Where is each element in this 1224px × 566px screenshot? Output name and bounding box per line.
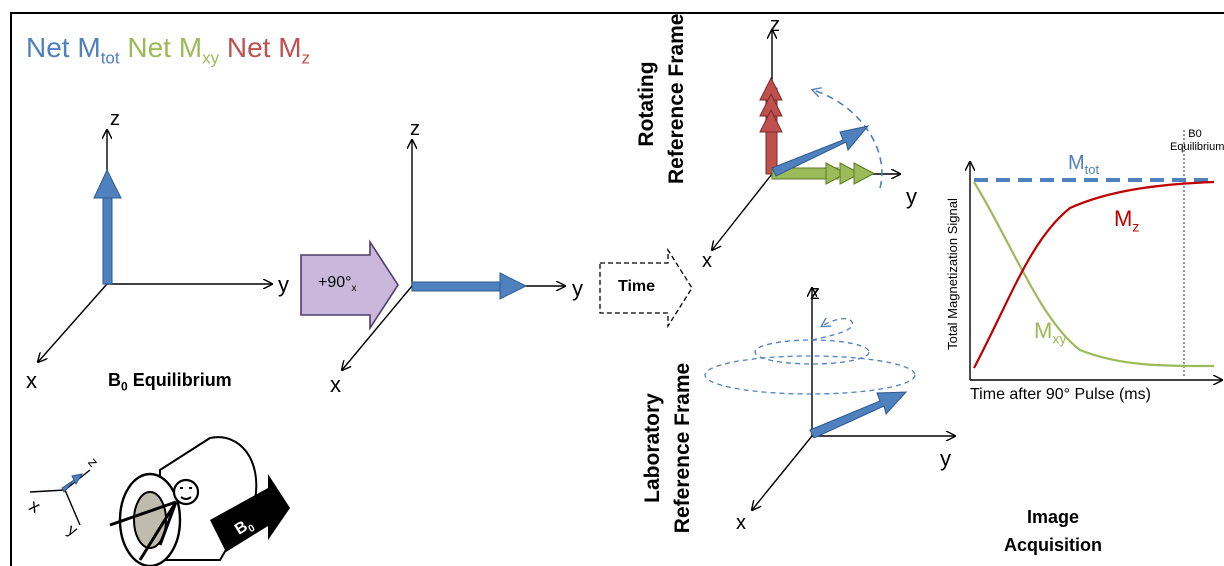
graph-mtot-label: Mtot	[1068, 152, 1099, 177]
image-acquisition-line1: Image	[1026, 507, 1080, 527]
rotating-x-axis	[712, 173, 773, 250]
rotating-x-label: x	[702, 250, 712, 272]
graph-mxy-text: M	[1034, 318, 1053, 343]
image-acquisition-label: Image Acquisition	[998, 503, 1108, 559]
legend-mtot-text: Net M	[26, 32, 101, 63]
panel2-mxy-vector	[411, 272, 528, 300]
rotating-mz-vectors	[759, 76, 783, 175]
inset-axis-x	[29, 489, 66, 493]
panel1-caption: B0 Equilibrium	[108, 370, 232, 394]
pulse-arrow	[300, 239, 399, 331]
legend-mz-sub: z	[301, 48, 311, 68]
pulse-label-text: +90°	[318, 274, 352, 291]
panel1-mtot-vector	[93, 168, 122, 285]
graph-mz-text: M	[1114, 206, 1133, 231]
person-face	[180, 487, 192, 500]
person-body	[109, 500, 178, 561]
diagram-frame	[10, 12, 1224, 566]
rotating-title: Rotating Reference Frame	[632, 13, 692, 184]
b0-arrow	[210, 474, 290, 552]
inset-axis-y	[64, 489, 81, 526]
curve-mz	[973, 180, 1215, 369]
panel1-axes	[38, 130, 272, 362]
lab-precession-spiral	[704, 319, 916, 395]
legend: Net Mtot Net Mxy Net Mz	[26, 32, 310, 69]
time-arrow	[599, 247, 693, 329]
panel1-caption-rest: Equilibrium	[127, 370, 232, 390]
person-head	[172, 478, 200, 506]
relaxation-graph	[970, 130, 1222, 380]
rotating-axes	[712, 30, 900, 250]
rotating-title-line2: Reference Frame	[665, 13, 688, 184]
curve-mxy	[973, 181, 1215, 368]
graph-ylabel: Total Magnetization Signal	[945, 198, 960, 350]
legend-mtot-sub: tot	[100, 48, 120, 68]
panel1-caption-b: B	[108, 370, 121, 390]
rotating-mxy-vectors	[771, 162, 876, 185]
graph-xlabel: Time after 90° Pulse (ms)	[970, 386, 1151, 403]
panel1-x-label: x	[26, 368, 37, 393]
graph-mz-label: Mz	[1114, 206, 1139, 234]
graph-mxy-label: Mxy	[1034, 318, 1066, 346]
lab-x-axis	[752, 435, 813, 510]
panel1-caption-sub: 0	[121, 379, 128, 394]
rotating-z-label: z	[770, 14, 780, 36]
panel1-y-label: y	[278, 272, 289, 297]
rotating-title-line1: Rotating	[635, 61, 658, 147]
rotating-arc	[813, 90, 883, 189]
lab-mtot-vector	[809, 391, 908, 439]
legend-mtot: Net Mtot	[26, 32, 120, 68]
panel1-z-label: z	[110, 108, 120, 130]
legend-mxy-sub: xy	[202, 48, 220, 68]
graph-mtot-sub: tot	[1084, 162, 1100, 177]
lab-x-label: x	[736, 512, 746, 534]
panel2-y-label: y	[572, 276, 583, 301]
time-label: Time	[618, 278, 656, 295]
lab-title: Laboratory Reference Frame	[638, 348, 698, 548]
legend-mxy-text: Net M	[127, 32, 203, 63]
lab-title-line1: Laboratory	[641, 393, 664, 503]
legend-mxy: Net Mxy	[127, 32, 219, 68]
lab-title-line2: Reference Frame	[671, 362, 694, 534]
lab-axes	[752, 288, 955, 510]
panel2-x-axis	[342, 285, 413, 370]
legend-mz: Net Mz	[226, 32, 310, 68]
graph-marker-line1: B0	[1188, 128, 1202, 140]
panel2-z-label: z	[410, 118, 420, 140]
graph-marker-line2: Equilibrium	[1170, 141, 1224, 153]
graph-mtot-text: M	[1068, 152, 1085, 174]
graph-mz-sub: z	[1132, 218, 1140, 235]
graph-mxy-sub: xy	[1052, 330, 1067, 347]
graph-equilibrium-marker: B0 Equilibrium	[1170, 128, 1224, 154]
panel2-x-label: x	[330, 372, 341, 397]
image-acquisition-line2: Acquisition	[1004, 535, 1102, 555]
lab-z-label: z	[810, 282, 820, 304]
rotating-mtot-vector	[771, 125, 870, 177]
pulse-label-sub: x	[351, 283, 357, 295]
rotating-y-label: y	[906, 184, 917, 209]
panel1-x-axis	[38, 283, 108, 362]
legend-mz-text: Net M	[226, 32, 302, 63]
scanner-illustration	[29, 436, 290, 566]
lab-y-label: y	[940, 446, 951, 471]
pulse-label: +90°x	[318, 274, 357, 294]
inset-vector	[61, 473, 84, 493]
